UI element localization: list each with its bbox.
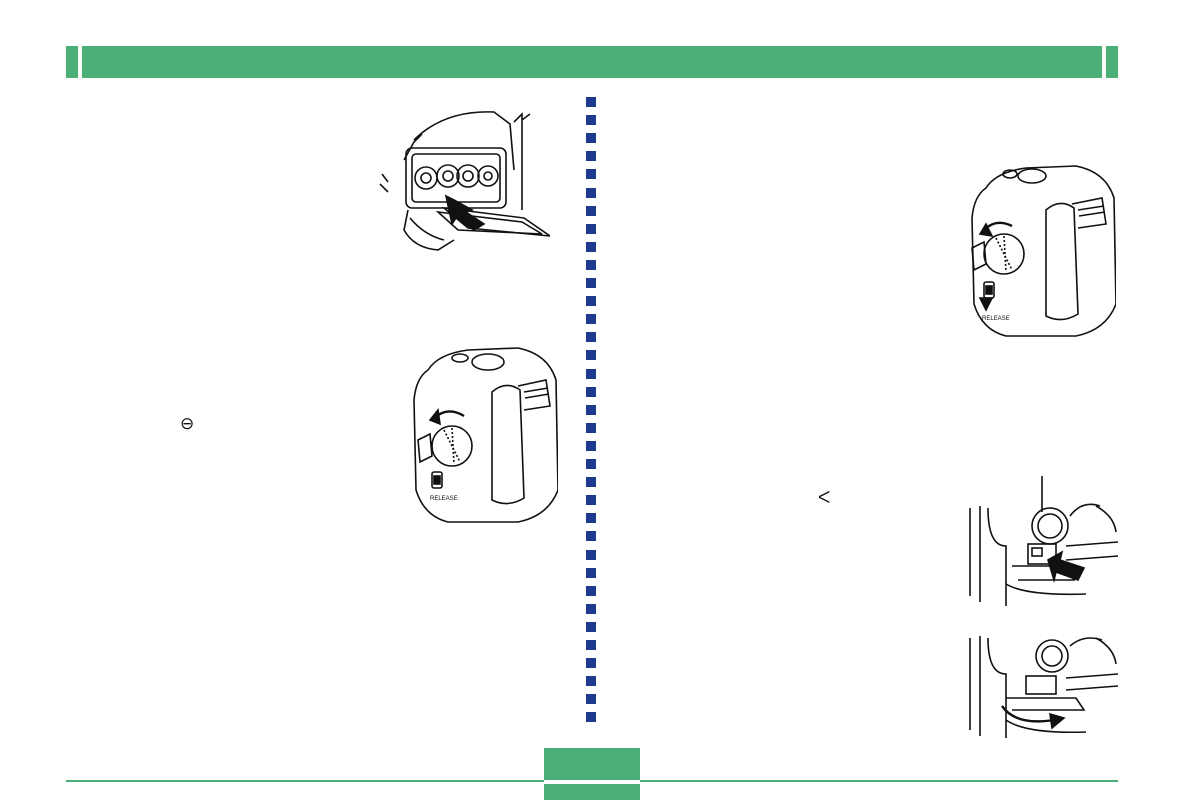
- divider-dot: [586, 712, 596, 722]
- footer-line-left: [66, 780, 544, 782]
- divider-dot: [586, 133, 596, 143]
- svg-text:RELEASE: RELEASE: [982, 316, 1010, 322]
- divider-dot: [586, 260, 596, 270]
- divider-dot: [586, 441, 596, 451]
- divider-dot: [586, 423, 596, 433]
- svg-text:RELEASE: RELEASE: [430, 496, 458, 502]
- divider-dot: [586, 477, 596, 487]
- divider-dot: [586, 188, 596, 198]
- divider-dot: [586, 513, 596, 523]
- column-divider: [586, 97, 596, 722]
- divider-dot: [586, 604, 596, 614]
- page-number-tab: [544, 748, 640, 780]
- divider-dot: [586, 586, 596, 596]
- divider-dot: [586, 622, 596, 632]
- divider-dot: [586, 278, 596, 288]
- divider-dot: [586, 206, 596, 216]
- divider-dot: [586, 115, 596, 125]
- header-bar-right-tab: [1106, 46, 1118, 78]
- camera-side-lock-illustration: RELEASE: [408, 340, 558, 526]
- open-lock-symbol: ⊖: [180, 414, 195, 434]
- divider-dot: [586, 350, 596, 360]
- divider-dot: [586, 169, 596, 179]
- divider-dot: [586, 332, 596, 342]
- divider-dot: [586, 459, 596, 469]
- divider-dot: [586, 405, 596, 415]
- divider-dot: [586, 242, 596, 252]
- divider-dot: [586, 640, 596, 650]
- divider-dot: [586, 694, 596, 704]
- divider-dot: [586, 314, 596, 324]
- divider-dot: [586, 550, 596, 560]
- divider-dot: [586, 387, 596, 397]
- header-bar: [82, 46, 1102, 78]
- eject-symbol: ᐸ: [818, 488, 831, 508]
- divider-dot: [586, 495, 596, 505]
- card-removal-illustration: [966, 634, 1118, 738]
- divider-dot: [586, 369, 596, 379]
- divider-dot: [586, 531, 596, 541]
- camera-side-release-illustration: RELEASE: [966, 158, 1116, 338]
- header-bar-left-tab: [66, 46, 78, 78]
- eject-button-push-illustration: [966, 476, 1118, 606]
- divider-dot: [586, 224, 596, 234]
- card-insertion-illustration: [374, 100, 550, 260]
- page-number-tab-lower: [544, 784, 640, 800]
- footer-line-right: [640, 780, 1118, 782]
- divider-dot: [586, 676, 596, 686]
- divider-dot: [586, 568, 596, 578]
- divider-dot: [586, 296, 596, 306]
- divider-dot: [586, 97, 596, 107]
- divider-dot: [586, 658, 596, 668]
- divider-dot: [586, 151, 596, 161]
